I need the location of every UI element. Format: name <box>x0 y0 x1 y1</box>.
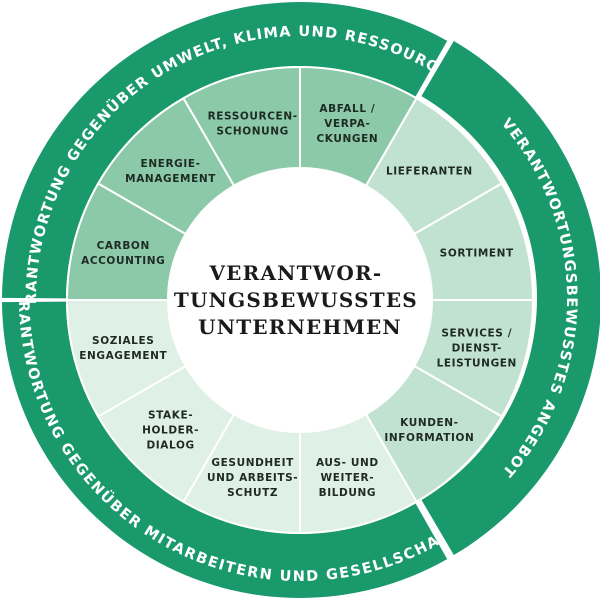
segment-label-line: VERPA- <box>324 118 370 130</box>
ring-wedge-gesellschaft <box>2 301 448 598</box>
segment-label-line: MANAGEMENT <box>125 173 216 185</box>
segment-gesundheit: GESUNDHEIT UND ARBEITS- SCHUTZ <box>182 412 301 535</box>
segment-label: RESSOURCEN- SCHONUNG <box>208 111 298 138</box>
segment-carbon: CARBON ACCOUNTING <box>65 182 188 301</box>
segment-label-line: BILDUNG <box>319 487 376 499</box>
segment-label-line: STAKE- <box>148 409 193 421</box>
segment-label: AUS- UND WEITER- BILDUNG <box>316 457 379 499</box>
segment-label: CARBON ACCOUNTING <box>81 240 165 267</box>
segment-label-line: SCHUTZ <box>227 487 278 499</box>
ring-wedge-angebot <box>421 40 600 556</box>
segment-ressourcen: RESSOURCEN- SCHONUNG <box>182 65 301 188</box>
center-title-line: UNTERNEHMEN <box>198 315 402 339</box>
ring-wedge-shape <box>2 2 448 299</box>
segment-label: SOZIALES ENGAGEMENT <box>79 335 167 362</box>
segment-label-line: SOZIALES <box>92 335 154 347</box>
segment-label-line: ABFALL / <box>319 103 375 115</box>
segment-label-line: DIENST- <box>452 342 502 354</box>
segment-label-line: DIALOG <box>146 439 194 451</box>
segment-sortiment: SORTIMENT <box>412 182 535 301</box>
segment-label-line: RESSOURCEN- <box>208 111 298 123</box>
segment-label-line: LEISTUNGEN <box>437 357 517 369</box>
ring-wedge-shape <box>2 301 448 598</box>
ring-wedge-umwelt <box>2 2 448 299</box>
segment-label: KUNDEN- INFORMATION <box>384 417 474 444</box>
segment-label-line: KUNDEN- <box>400 417 459 429</box>
center-title: VERANTWOR- TUNGSBEWUSSTES UNTERNEHMEN <box>174 261 426 339</box>
segment-label: GESUNDHEIT UND ARBEITS- SCHUTZ <box>207 457 298 499</box>
segment-label-line: ACCOUNTING <box>81 255 165 267</box>
segment-shape <box>182 65 301 188</box>
center-circle <box>170 170 430 430</box>
segment-label-line: WEITER- <box>321 472 375 484</box>
center-title-line: TUNGSBEWUSSTES <box>174 288 418 312</box>
segment-label-line: CKUNGEN <box>316 133 378 145</box>
segment-label-line: HOLDER- <box>142 424 199 436</box>
segment-label: ABFALL / VERPA- CKUNGEN <box>316 103 378 145</box>
center-hub: VERANTWOR- TUNGSBEWUSSTES UNTERNEHMEN <box>170 170 430 430</box>
segment-label-line: CARBON <box>97 240 150 252</box>
segment-label-line: SERVICES / <box>441 327 512 339</box>
segment-label: LIEFERANTEN <box>386 166 473 178</box>
segment-label-line: GESUNDHEIT <box>211 457 294 469</box>
segment-label-line: SCHONUNG <box>216 126 289 138</box>
ring-wedge-shape <box>421 40 600 556</box>
segment-label-line: UND ARBEITS- <box>207 472 298 484</box>
segment-abfall: ABFALL / VERPA- CKUNGEN <box>299 65 418 188</box>
segment-label: STAKE- HOLDER- DIALOG <box>142 409 199 451</box>
segment-label-line: AUS- UND <box>316 457 379 469</box>
segment-ring: ABFALL / VERPA- CKUNGEN LIEFERANTEN SORTIMEN… <box>65 65 535 535</box>
segment-label-line: INFORMATION <box>384 432 474 444</box>
segment-label-line: ENGAGEMENT <box>79 350 167 362</box>
center-title-line: VERANTWOR- <box>208 261 382 285</box>
segment-label-line: LIEFERANTEN <box>386 166 473 178</box>
segment-label-line: SORTIMENT <box>440 248 514 260</box>
segment-label: SORTIMENT <box>440 248 514 260</box>
segment-label: SERVICES / DIENST- LEISTUNGEN <box>437 327 517 369</box>
segment-label-line: ENERGIE- <box>141 158 201 170</box>
segment-label: ENERGIE- MANAGEMENT <box>125 158 216 185</box>
